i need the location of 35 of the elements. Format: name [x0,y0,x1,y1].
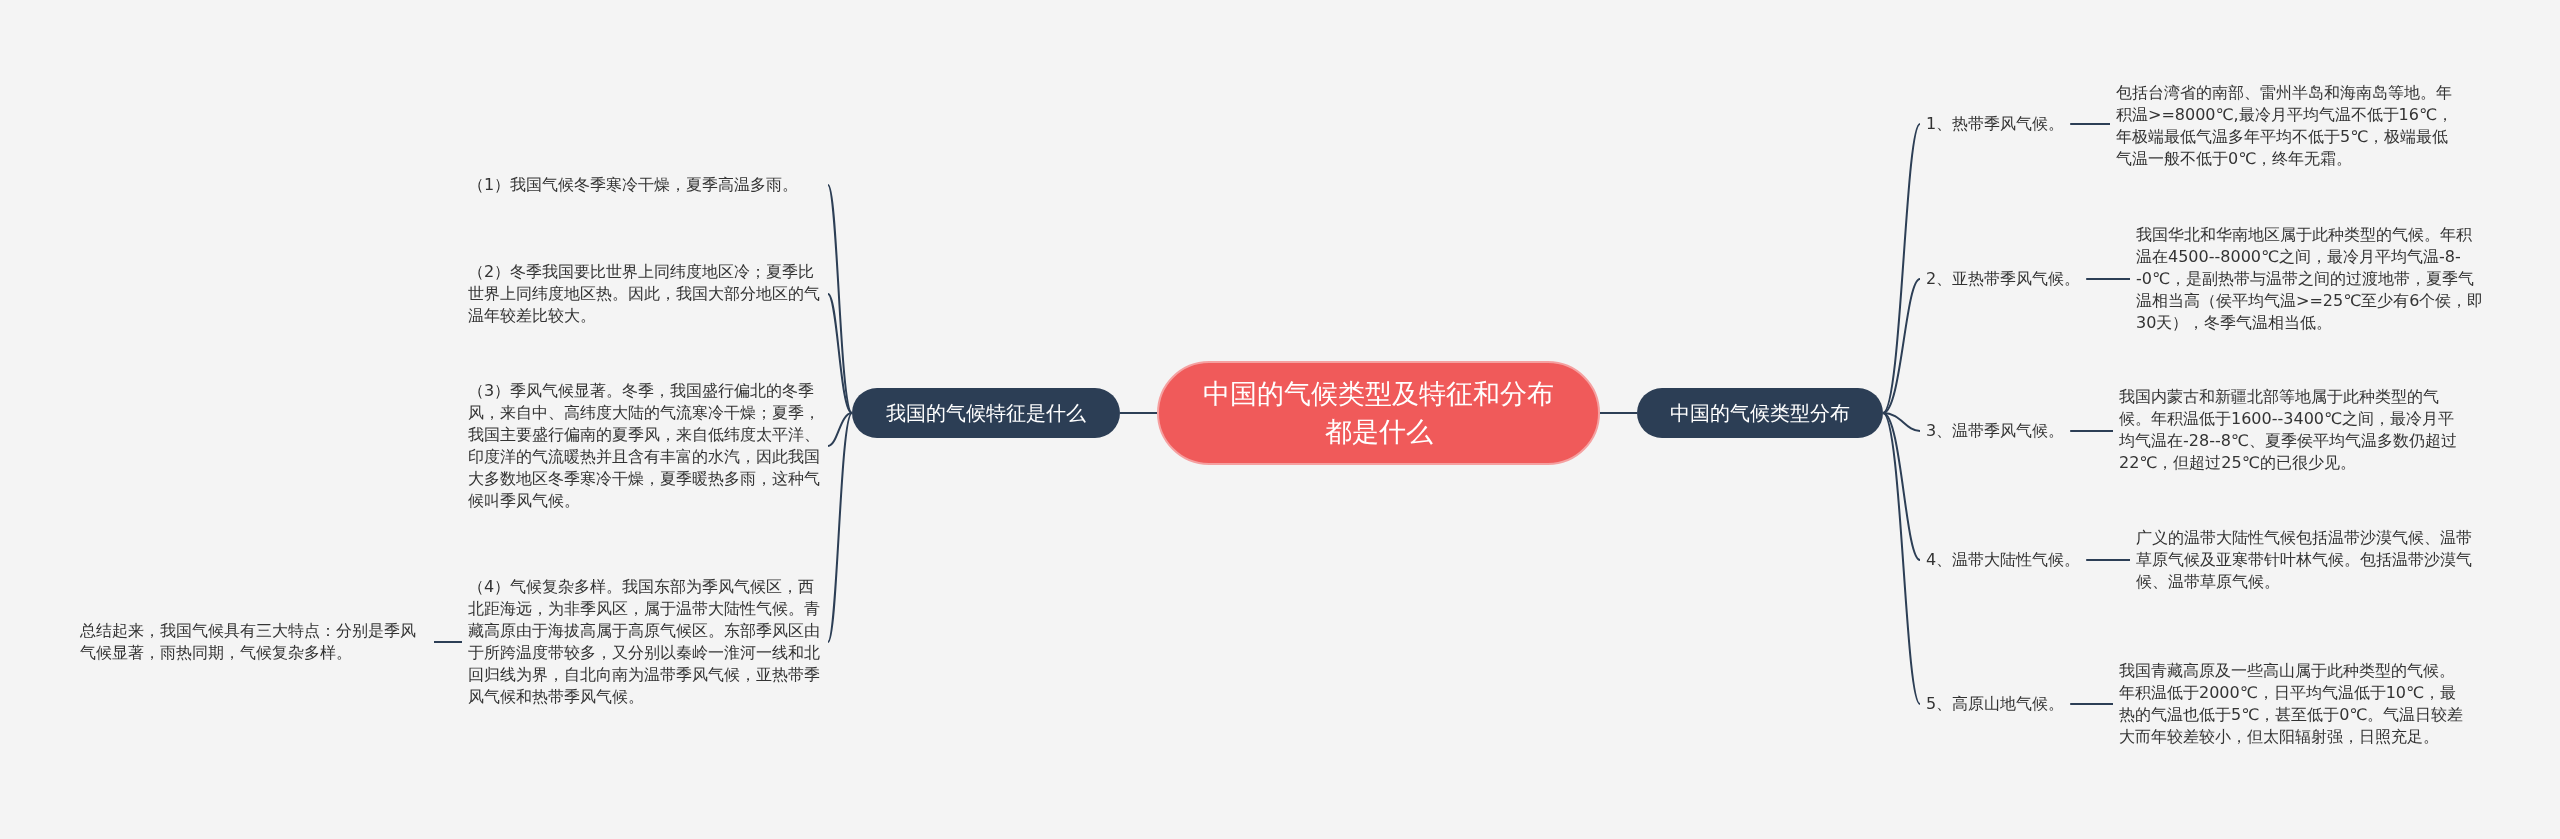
topic-text: 5、高原山地气候。 [1920,693,2071,715]
connector-line [827,412,853,447]
connector-line [2069,123,2111,125]
connector-line [2069,703,2114,705]
topic-text: 我国内蒙古和新疆北部等地属于此种类型的气候。年积温低于1600--3400℃之间，最冷月平均气温在-28--8℃、夏季侯平均气温多数仍超过22℃，但超过25℃的已很少见。 [2113,386,2473,474]
topic-text: 2、亚热带季风气候。 [1920,268,2087,290]
topic-pill: 我国的气候特征是什么 [852,388,1120,438]
connector-line [1882,412,1921,705]
topic-text: 包括台湾省的南部、雷州半岛和海南岛等地。年积温>=8000℃,最冷月平均气温不低于16℃，年极端最低气温多年平均不低于5℃，极端最低气温一般不低于0℃，终年无霜。 [2110,82,2470,170]
connector-line [1882,278,1921,414]
connector-line [1119,412,1158,414]
connector-line [1882,412,1921,561]
connector-line [2069,430,2114,432]
topic-text: 我国华北和华南地区属于此种类型的气候。年积温在4500--8000℃之间，最冷月平均气温-8--0℃，是副热带与温带之间的过渡地带，夏季气温相当高（侯平均气温>=25℃至少有6个侯，即30天），冬季气温相当低。 [2130,224,2492,334]
connector-line [1882,412,1921,432]
topic-text: （1）我国气候冬季寒冷干燥，夏季高温多雨。 [462,174,828,196]
connector-line [2085,559,2131,561]
connector-line [827,293,853,414]
topic-text: （4）气候复杂多样。我国东部为季风气候区，西北距海远，为非季风区，属于温带大陆性气候。青藏高原由于海拔高属于高原气候区。东部季风区由于所跨温度带较多，又分别以秦岭一淮河一线和北回归线为界，自北向南为温带季风气候，亚热带季风气候和热带季风气候。 [462,576,828,708]
topic-pill: 中国的气候类型分布 [1637,388,1883,438]
topic-text: 我国青藏高原及一些高山属于此种类型的气候。年积温低于2000℃，日平均气温低于10℃，最热的气温也低于5℃，甚至低于0℃。气温日较差大而年较差较小，但太阳辐射强，日照充足。 [2113,660,2473,748]
central-topic: 中国的气候类型及特征和分布都是什么 [1157,361,1600,465]
topic-text: 总结起来，我国气候具有三大特点：分别是季风气候显著，雨热同期，气候复杂多样。 [74,620,434,664]
connector-line [433,641,463,643]
topic-text: （2）冬季我国要比世界上同纬度地区冷；夏季比世界上同纬度地区热。因此，我国大部分地区的气温年较差比较大。 [462,261,828,327]
topic-text: 4、温带大陆性气候。 [1920,549,2087,571]
connector-line [827,412,853,643]
connector-line [827,184,853,414]
topic-text: （3）季风气候显著。冬季，我国盛行偏北的冬季风，来自中、高纬度大陆的气流寒冷干燥；夏季，我国主要盛行偏南的夏季风，来自低纬度太平洋、印度洋的气流暖热并且含有丰富的水汽，因此我国大多数地区冬季寒冷干燥，夏季暖热多雨，这种气候叫季风气候。 [462,380,828,512]
connector-line [1882,123,1921,414]
connector-line [2085,278,2131,280]
topic-text: 3、温带季风气候。 [1920,420,2071,442]
topic-text: 1、热带季风气候。 [1920,113,2071,135]
connector-line [1599,412,1638,414]
topic-text: 广义的温带大陆性气候包括温带沙漠气候、温带草原气候及亚寒带针叶林气候。包括温带沙漠气候、温带草原气候。 [2130,527,2492,593]
